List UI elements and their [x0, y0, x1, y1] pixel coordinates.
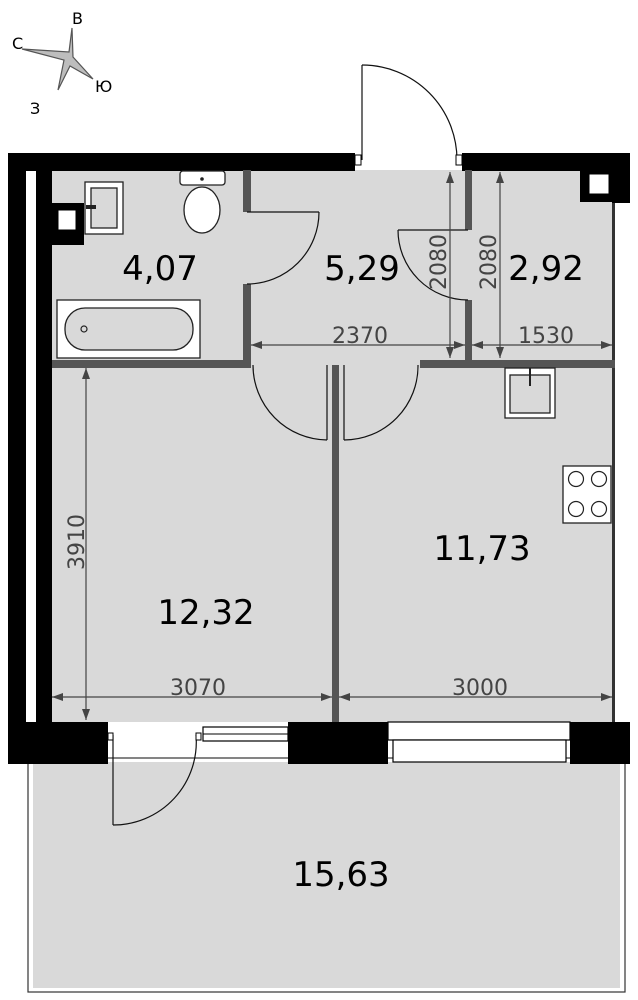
dim-label-closet: 1530	[518, 324, 574, 349]
dim-label-kitchen-width: 3000	[452, 676, 508, 701]
wall-bottom-right	[570, 722, 630, 764]
compass-label-n: С	[12, 34, 23, 53]
wall-left-outer	[8, 153, 26, 763]
compass-label-s: Ю	[95, 77, 112, 96]
wall-left-inner	[36, 153, 52, 733]
area-bathroom: 4,07	[122, 249, 198, 289]
dim-label-room-width: 3070	[170, 676, 226, 701]
area-kitchen: 11,73	[433, 529, 530, 569]
compass-label-w: З	[30, 99, 40, 118]
wall-right-thin	[612, 203, 615, 722]
window-kitchen	[392, 739, 567, 763]
dim-label-room-depth: 3910	[65, 514, 90, 570]
compass-label-e: В	[72, 9, 83, 28]
compass-icon: С В Ю З	[12, 9, 112, 118]
partition-room-kitchen	[332, 365, 339, 722]
partition-bath-lower	[243, 284, 251, 368]
wall-bottom-center	[288, 722, 388, 764]
area-hall: 5,29	[324, 249, 400, 289]
partition-closet-top	[465, 170, 472, 230]
vent-right-inner	[588, 173, 610, 195]
balcony-door-swing	[112, 734, 197, 826]
vent-left-inner	[57, 209, 77, 231]
toilet-bowl	[183, 186, 221, 234]
wall-right-upper	[612, 153, 630, 203]
wall-top-left	[8, 153, 355, 171]
kitchen-door-swing	[343, 364, 419, 441]
closet-door-swing	[397, 229, 469, 301]
partition-closet-lower	[465, 300, 472, 366]
dim-label-door-a: 2080	[427, 234, 452, 290]
window-kitchen-frame	[387, 721, 571, 741]
balcony-floor	[33, 762, 620, 988]
partition-bath-top	[243, 170, 251, 212]
bath-door-swing	[246, 211, 320, 285]
area-balcony: 15,63	[292, 855, 389, 895]
wall-bottom-left	[8, 722, 108, 764]
entrance-door-swing	[361, 64, 458, 161]
partition-bath-bottom	[52, 360, 247, 368]
wall-top-right	[462, 153, 630, 171]
area-closet: 2,92	[508, 249, 584, 289]
area-room: 12,32	[157, 593, 254, 633]
dim-label-hall: 2370	[332, 324, 388, 349]
dim-label-door-b: 2080	[477, 234, 502, 290]
room-door-swing	[252, 364, 328, 441]
partition-kitchen-top	[420, 360, 615, 368]
